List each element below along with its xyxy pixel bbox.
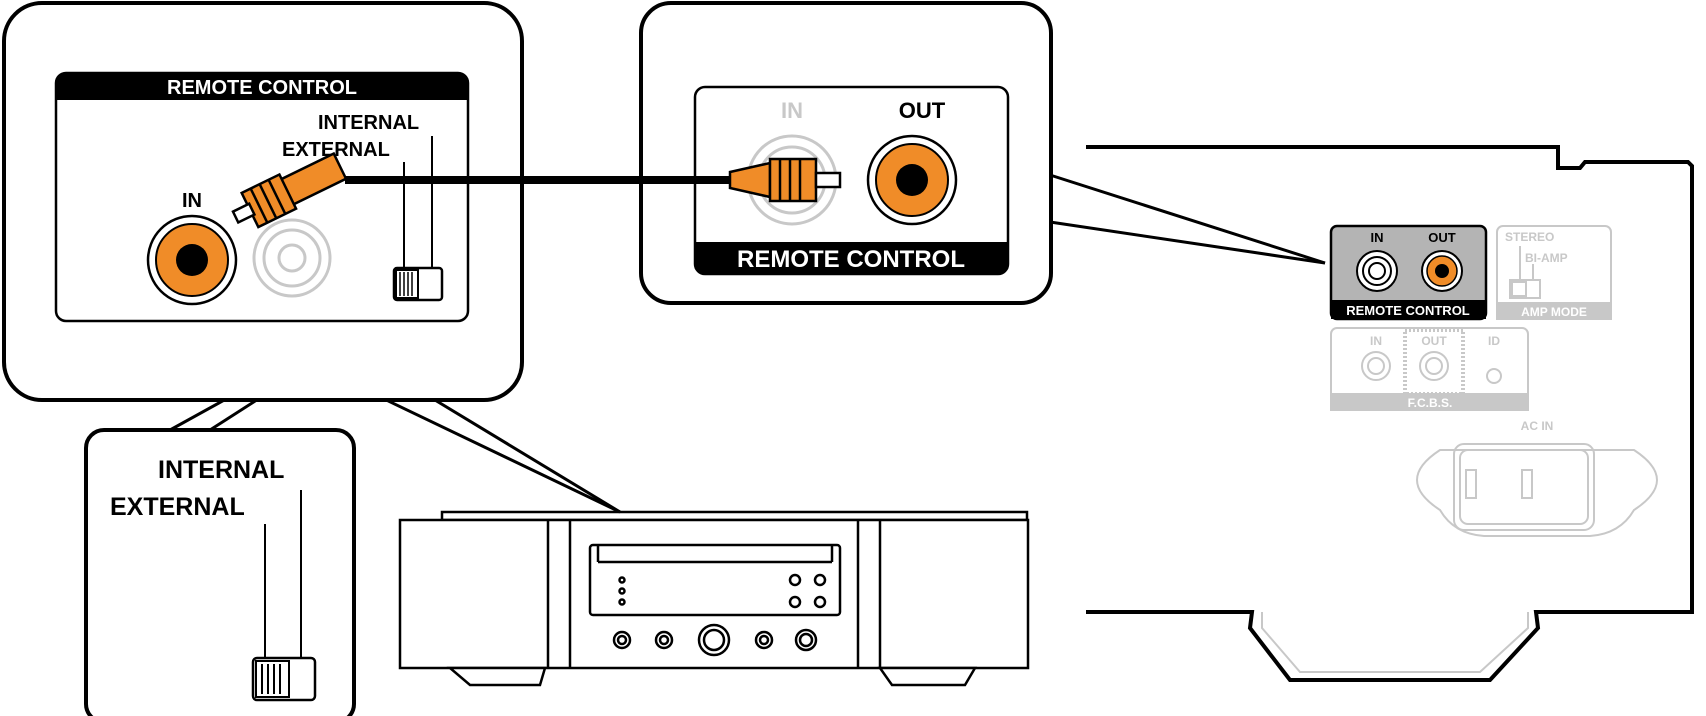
rear-fcbs-in: IN [1370, 334, 1382, 348]
center-label-out: OUT [899, 98, 946, 123]
label-in: IN [182, 190, 202, 212]
remote-in-jack [146, 214, 238, 306]
label-external: EXTERNAL [282, 139, 390, 161]
rear-panel: REMOTE CONTROL IN OUT STEREO BI-AMP AMP … [1086, 145, 1694, 682]
rear-fcbs-title: F.C.B.S. [1408, 396, 1453, 410]
rear-remote-control: REMOTE CONTROL IN OUT [1329, 224, 1488, 321]
rear-fcbs [1330, 327, 1529, 411]
rear-amp-title: AMP MODE [1521, 305, 1587, 319]
rear-ac-in-label: AC IN [1521, 419, 1554, 433]
rca-cable [231, 151, 842, 229]
rear-amp-mode [1496, 225, 1612, 320]
rear-ac-inlet [1416, 443, 1658, 537]
callout-left-title: REMOTE CONTROL [167, 77, 357, 99]
switch-label-internal: INTERNAL [158, 456, 284, 484]
center-label-in: IN [781, 98, 803, 123]
rear-fcbs-out: OUT [1421, 334, 1447, 348]
label-internal: INTERNAL [318, 112, 419, 134]
rear-amp-biamp: BI-AMP [1525, 251, 1568, 265]
center-out-jack [866, 134, 958, 226]
switch-label-external: EXTERNAL [110, 493, 245, 521]
rear-rc-title: REMOTE CONTROL [1346, 303, 1470, 318]
rear-rc-in-label: IN [1371, 230, 1384, 245]
remote-out-jack-inactive [252, 218, 332, 298]
remote-mode-switch [392, 266, 444, 302]
remote-mode-switch-zoom [251, 656, 317, 702]
rear-amp-stereo: STEREO [1505, 230, 1554, 244]
callout-switch: INTERNAL EXTERNAL [84, 428, 356, 716]
rear-fcbs-id: ID [1488, 334, 1500, 348]
rear-rc-out-label: OUT [1428, 230, 1456, 245]
device-front-view [398, 510, 1030, 687]
callout-center: REMOTE CONTROL IN OUT [639, 1, 1053, 305]
callout-center-title: REMOTE CONTROL [737, 246, 965, 273]
